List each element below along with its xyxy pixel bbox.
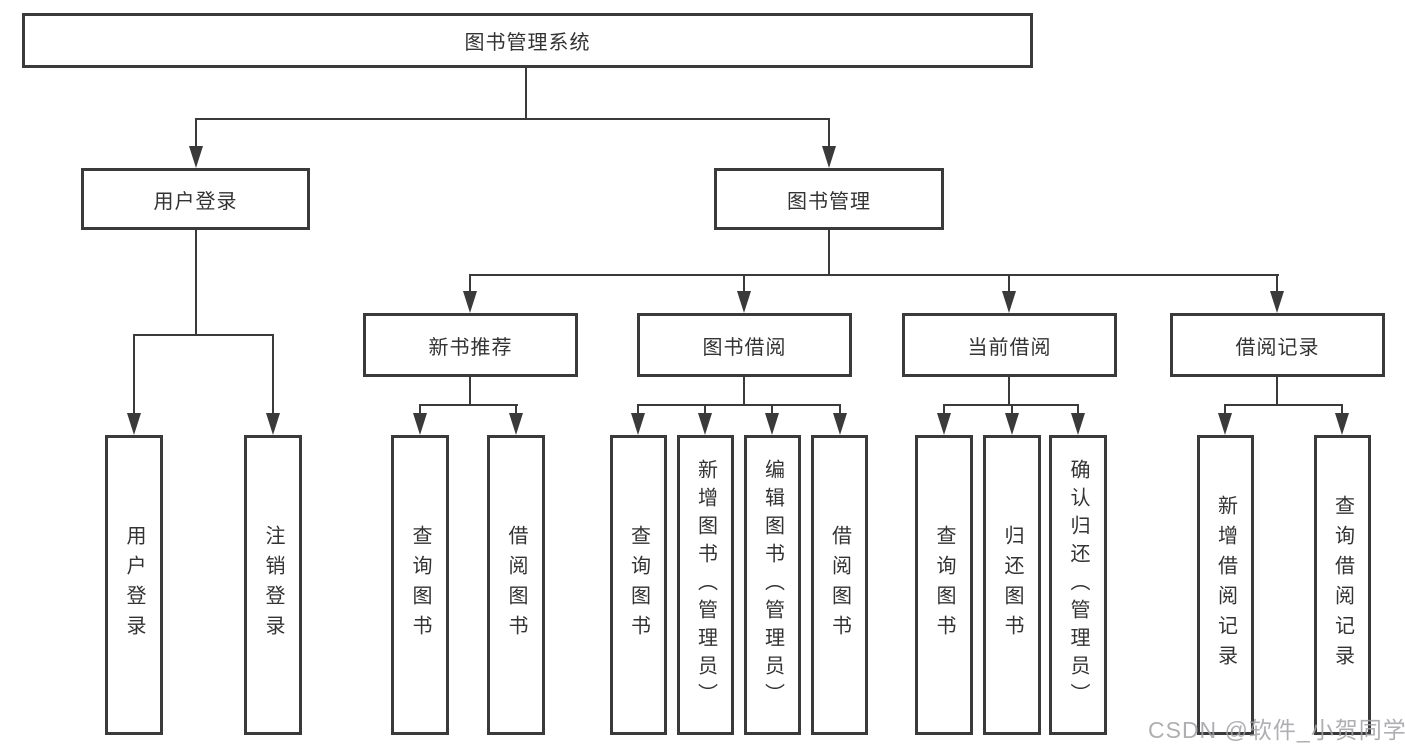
node-label: 图书管理 xyxy=(787,190,871,213)
connector-group-rail xyxy=(419,404,518,406)
connector-leaf-drop xyxy=(1011,404,1013,416)
node-label: 图书管理系统 xyxy=(464,32,591,54)
connector-leaf-drop xyxy=(1077,404,1079,416)
connector-leaf-drop xyxy=(704,404,706,416)
connector-book-mgmt-drop xyxy=(828,118,830,149)
node-label: 用户登录 xyxy=(153,190,238,213)
leaf-borrow-books-recommend: 借阅图书 xyxy=(487,435,545,735)
connector-level2-rail xyxy=(195,118,830,120)
connector-leaf-drop xyxy=(771,404,773,416)
node-library-system-root: 图书管理系统 xyxy=(22,13,1033,68)
node-new-book-recommend: 新书推荐 xyxy=(363,313,578,377)
leaf-label: 借阅图书 xyxy=(505,525,527,645)
connector-leaf-drop xyxy=(419,404,421,416)
connector-user-login-drop xyxy=(195,118,197,149)
leaf-add-borrow-record: 新增借阅记录 xyxy=(1197,435,1254,735)
leaf-label: 查询借阅记录 xyxy=(1331,495,1354,675)
arrow-down-icon xyxy=(266,413,280,435)
connector-group-rail xyxy=(637,404,841,406)
leaf-add-books-admin: 新增图书（管理员） xyxy=(677,435,734,735)
leaf-confirm-return-admin: 确认归还（管理员） xyxy=(1049,435,1107,735)
node-label: 借阅记录 xyxy=(1235,336,1320,359)
connector-group-rail xyxy=(1224,404,1343,406)
connector-leaf-drop xyxy=(1224,404,1226,416)
node-label: 当前借阅 xyxy=(967,336,1052,359)
arrow-down-icon xyxy=(509,413,523,435)
leaf-borrow-books: 借阅图书 xyxy=(811,435,868,735)
csdn-watermark: CSDN @软件_小贺同学 xyxy=(1148,717,1405,743)
connector-leaf-drop xyxy=(272,334,274,415)
leaf-label: 归还图书 xyxy=(1001,525,1023,645)
arrow-down-icon xyxy=(737,291,751,313)
leaf-query-borrow-record: 查询借阅记录 xyxy=(1314,435,1371,735)
connector-level3-drop xyxy=(1276,274,1278,294)
leaf-label: 注销登录 xyxy=(262,525,284,645)
connector-group-stem xyxy=(1276,377,1278,406)
connector-user-login-stem xyxy=(195,230,197,336)
connector-level3-drop xyxy=(469,274,471,294)
leaf-return-books: 归还图书 xyxy=(983,435,1041,735)
connector-user-login-rail xyxy=(133,334,274,336)
connector-level3-drop xyxy=(1008,274,1010,294)
connector-leaf-drop xyxy=(1341,404,1343,416)
leaf-label: 确认归还（管理员） xyxy=(1067,459,1089,711)
node-current-borrowing: 当前借阅 xyxy=(902,313,1117,377)
arrow-down-icon xyxy=(1218,413,1232,435)
arrow-down-icon xyxy=(833,413,847,435)
connector-leaf-drop xyxy=(637,404,639,416)
leaf-logout: 注销登录 xyxy=(244,435,302,735)
leaf-label: 借阅图书 xyxy=(828,525,851,645)
arrow-down-icon xyxy=(127,413,141,435)
node-label: 新书推荐 xyxy=(428,336,513,359)
connector-book-mgmt-stem xyxy=(828,230,830,276)
leaf-query-books-current: 查询图书 xyxy=(915,435,973,735)
arrow-down-icon xyxy=(1270,291,1284,313)
leaf-query-books-borrowing: 查询图书 xyxy=(610,435,667,735)
connector-leaf-drop xyxy=(943,404,945,416)
leaf-user-login: 用户登录 xyxy=(105,435,163,735)
leaf-label: 用户登录 xyxy=(123,525,145,645)
leaf-label: 新增借阅记录 xyxy=(1214,495,1237,675)
node-label: 图书借阅 xyxy=(702,336,787,359)
connector-group-stem xyxy=(1008,377,1010,406)
arrow-down-icon xyxy=(937,413,951,435)
leaf-edit-books-admin: 编辑图书（管理员） xyxy=(744,435,801,735)
node-book-borrowing: 图书借阅 xyxy=(637,313,852,377)
connector-leaf-drop xyxy=(515,404,517,416)
leaf-label: 编辑图书（管理员） xyxy=(761,459,784,711)
arrow-down-icon xyxy=(1005,413,1019,435)
node-book-management: 图书管理 xyxy=(714,168,944,230)
arrow-down-icon xyxy=(698,413,712,435)
connector-leaf-drop xyxy=(133,334,135,415)
arrow-down-icon xyxy=(1071,413,1085,435)
connector-level3-drop xyxy=(743,274,745,294)
connector-root-stem xyxy=(525,68,527,119)
arrow-down-icon xyxy=(413,413,427,435)
arrow-down-icon xyxy=(765,413,779,435)
leaf-label: 查询图书 xyxy=(933,525,955,645)
leaf-label: 新增图书（管理员） xyxy=(694,459,717,711)
connector-level3-rail xyxy=(469,274,1279,276)
leaf-label: 查询图书 xyxy=(627,525,650,645)
connector-group-stem xyxy=(469,377,471,406)
arrow-down-icon xyxy=(463,291,477,313)
connector-leaf-drop xyxy=(839,404,841,416)
leaf-label: 查询图书 xyxy=(409,525,431,645)
arrow-down-icon xyxy=(1335,413,1349,435)
connector-group-stem xyxy=(743,377,745,406)
arrow-down-icon xyxy=(822,146,836,168)
arrow-down-icon xyxy=(631,413,645,435)
node-borrowing-records: 借阅记录 xyxy=(1170,313,1385,377)
leaf-query-books-recommend: 查询图书 xyxy=(391,435,449,735)
node-user-login: 用户登录 xyxy=(81,168,310,230)
arrow-down-icon xyxy=(189,146,203,168)
arrow-down-icon xyxy=(1002,291,1016,313)
